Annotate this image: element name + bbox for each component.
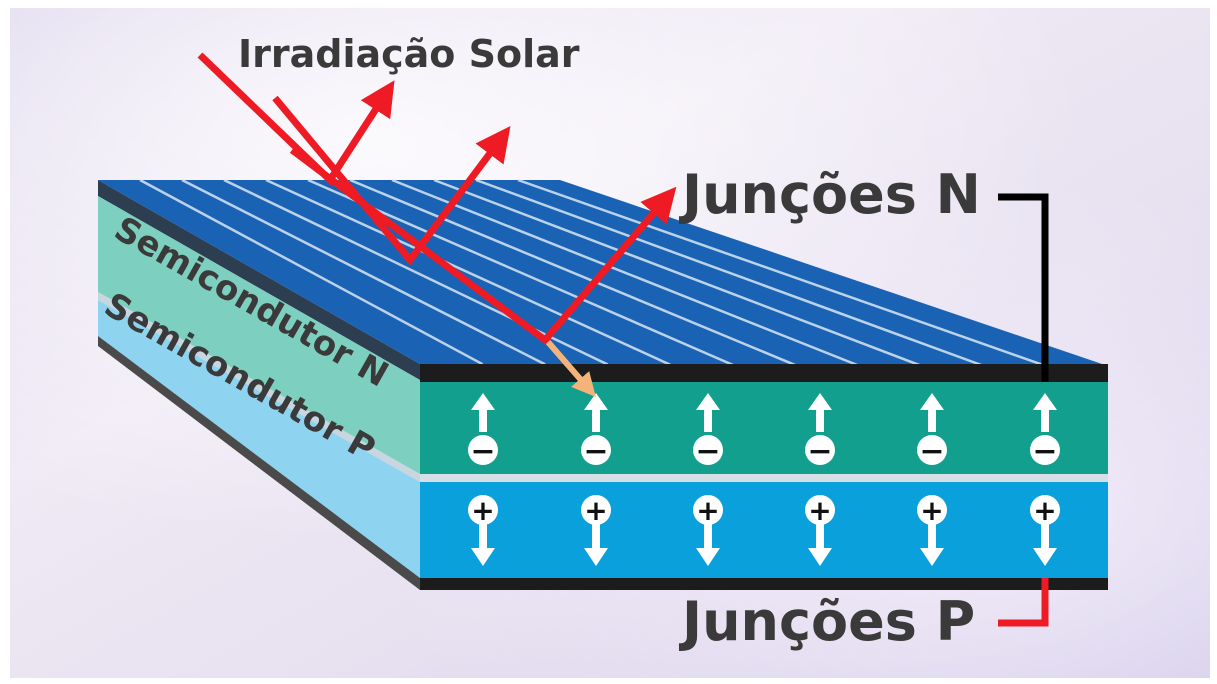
charge-symbol: − bbox=[583, 434, 608, 469]
panel-line bbox=[181, 178, 546, 366]
charge-symbol: + bbox=[696, 494, 719, 527]
hole-charges: + + + + + + bbox=[468, 494, 1060, 566]
electron-charge: − bbox=[693, 393, 723, 469]
solar-rays bbox=[197, 52, 677, 398]
hole-charge: + bbox=[805, 494, 835, 566]
semiconductor-p-side bbox=[98, 300, 420, 578]
semiconductor-n-side bbox=[98, 196, 420, 474]
electron-excitation-arrow bbox=[545, 340, 596, 398]
charge-symbol: + bbox=[920, 494, 943, 527]
panel-line bbox=[139, 178, 484, 366]
layer-separator-side bbox=[98, 292, 420, 482]
electron-charge: − bbox=[805, 393, 835, 469]
charge-symbol: − bbox=[807, 434, 832, 469]
panel-line bbox=[433, 178, 921, 367]
junction-n-label: Junções N bbox=[678, 163, 981, 226]
semiconductor-n-front bbox=[420, 382, 1108, 474]
charge-symbol: − bbox=[695, 434, 720, 469]
panel-line bbox=[265, 178, 671, 366]
panel-grid-lines bbox=[139, 178, 1046, 367]
panel-line bbox=[475, 178, 984, 367]
bottom-contact-side bbox=[98, 336, 420, 590]
sun-ray-2 bbox=[272, 95, 511, 266]
electron-charge: − bbox=[468, 393, 498, 469]
charge-symbol: + bbox=[808, 494, 831, 527]
electron-charge: − bbox=[917, 393, 947, 469]
panel-line bbox=[223, 178, 609, 366]
hole-charge: + bbox=[917, 494, 947, 566]
bottom-contact bbox=[420, 578, 1108, 590]
charge-symbol: + bbox=[584, 494, 607, 527]
panel-line bbox=[391, 178, 859, 367]
top-contact bbox=[420, 364, 1108, 382]
electron-charges: −−−−−− bbox=[468, 393, 1060, 469]
panel-line bbox=[517, 178, 1046, 367]
hole-charge: + bbox=[693, 494, 723, 566]
solar-irradiation-label: Irradiação Solar bbox=[238, 32, 580, 76]
junction-p-label: Junções P bbox=[678, 590, 975, 653]
hole-charge: + bbox=[468, 494, 498, 566]
junction-n-wire bbox=[998, 193, 1049, 382]
sun-ray-3 bbox=[289, 147, 677, 345]
hole-charge: + bbox=[1030, 494, 1060, 566]
hole-charge: + bbox=[581, 494, 611, 566]
charge-symbol: + bbox=[471, 494, 494, 527]
charge-symbol: − bbox=[919, 434, 944, 469]
charge-symbol: − bbox=[1032, 434, 1057, 469]
electron-charge: − bbox=[1030, 393, 1060, 469]
charge-symbol: + bbox=[1033, 494, 1056, 527]
layer-separator-front bbox=[420, 474, 1108, 482]
semiconductor-p-front bbox=[420, 482, 1108, 578]
panel-line bbox=[349, 178, 796, 367]
panel-top-edge bbox=[98, 180, 420, 380]
junction-p-wire bbox=[998, 578, 1049, 627]
charge-symbol: − bbox=[470, 434, 495, 469]
electron-charge: − bbox=[581, 393, 611, 469]
